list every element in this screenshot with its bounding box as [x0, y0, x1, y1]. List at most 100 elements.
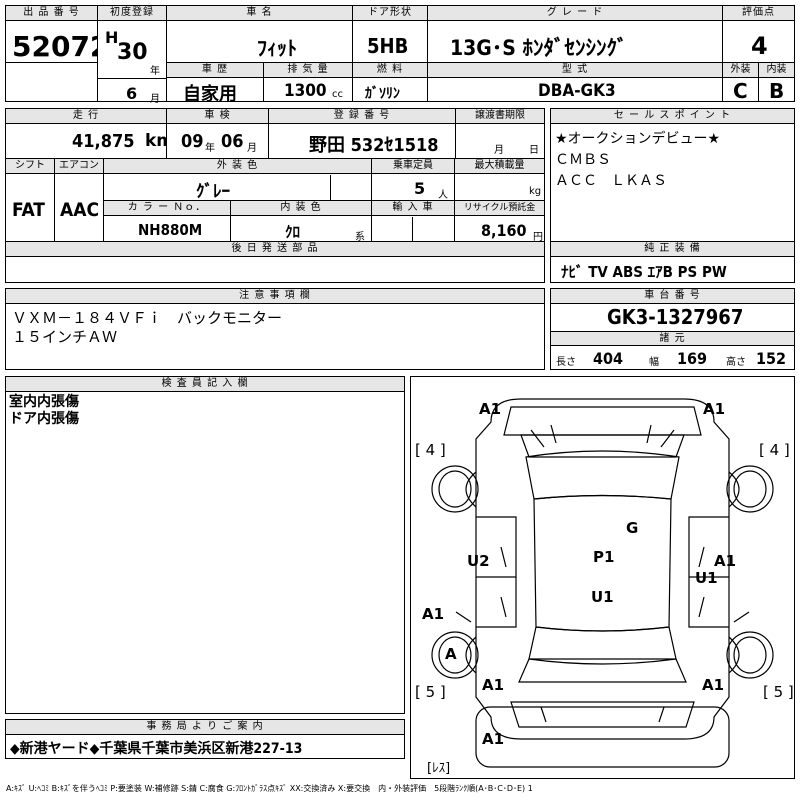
damage-mark-spare-area: A1	[482, 730, 505, 748]
registration-value: 野田 532ｾ1518	[309, 135, 439, 156]
tire-depth-rear-left: [ 5 ]	[415, 683, 446, 701]
model-value: DBA-GK3	[538, 81, 616, 101]
damage-mark-roof: P1	[593, 548, 615, 566]
damage-mark-front-right: A1	[703, 400, 726, 418]
notes-label: 注 意 事 項 欄	[6, 289, 544, 304]
int-grade-label: 内装	[759, 63, 794, 78]
era-value: H	[105, 28, 119, 47]
chassis-value: GK3-1327967	[607, 305, 744, 329]
inspector-line: 室内内張傷	[9, 394, 79, 410]
inspection-label: 車 検	[167, 109, 268, 124]
door-cell: ドア形状 5HB	[352, 5, 428, 63]
height-label: 高さ	[726, 357, 746, 368]
ext-grade-label: 外装	[723, 63, 758, 78]
capacity-label: 乗車定員	[372, 159, 454, 174]
score-label: 評価点	[723, 6, 794, 21]
damage-mark-rear-left-bumper: A1	[482, 676, 505, 694]
sales-points-list: ★オークションデビュー★ ＣＭＢＳ ＡＣＣ ＬＫＡＳ	[555, 129, 720, 192]
int-color-unit: 系	[355, 232, 365, 243]
import-label: 輸 入 車	[372, 201, 454, 216]
damage-mark-left-rear: A1	[422, 605, 445, 623]
equipment-value: ﾅﾋﾞ TV ABS ｴｱB PS PW	[561, 263, 727, 281]
recycle-label: リサイクル預託金	[455, 201, 544, 216]
displacement-value: 1300	[284, 81, 327, 101]
car-name-cell: 車 名 ﾌｨｯﾄ	[166, 5, 353, 63]
max-load-label: 最大積載量	[455, 159, 544, 174]
shift-label: シフト	[6, 159, 54, 174]
width-label: 幅	[649, 357, 659, 368]
displacement-label: 排 気 量	[264, 63, 352, 78]
transfer-cell: 譲渡書期限 月 日	[455, 108, 545, 159]
ext-color-cell: 外 装 色 ｸﾞﾚｰ	[103, 158, 372, 202]
first-reg-year: 30	[117, 40, 148, 65]
inspection-year: 09	[181, 131, 204, 152]
chassis-box: 車 台 番 号 GK3-1327967 諸 元 長さ 404 幅 169 高さ …	[550, 288, 795, 370]
grade-label: グ レ ー ド	[428, 6, 722, 21]
lot-number-cell: 出 品 番 号 52072	[5, 5, 109, 102]
displacement-cell: 排 気 量 1300 cc	[263, 62, 353, 102]
score-cell: 評価点 4	[722, 5, 795, 63]
damage-mark-rear-right-bumper: A1	[702, 676, 725, 694]
transfer-month-unit: 月	[494, 145, 504, 156]
sales-points-box: セ ー ル ス ポ イ ン ト ★オークションデビュー★ ＣＭＢＳ ＡＣＣ ＬＫ…	[550, 108, 795, 242]
aircon-value: AAC	[60, 199, 100, 221]
recycle-value: 8,160	[481, 221, 527, 240]
damage-mark-rear-window: U1	[591, 588, 614, 606]
sales-points-label: セ ー ル ス ポ イ ン ト	[551, 109, 794, 124]
chassis-label: 車 台 番 号	[551, 289, 794, 304]
office-label: 事 務 局 よ り ご 案 内	[6, 720, 404, 735]
aircon-label: エアコン	[55, 159, 103, 174]
grade-value: 13G･S ﾎﾝﾀﾞｾﾝｼﾝｸﾞ	[450, 36, 628, 60]
inspector-box: 検 査 員 記 入 欄 室内内張傷 ドア内張傷	[5, 376, 405, 714]
mileage-label: 走 行	[6, 109, 166, 124]
capacity-unit: 人	[438, 190, 448, 201]
shift-cell: シフト FAT	[5, 158, 55, 242]
year-unit: 年	[150, 66, 160, 77]
damage-mark-right-door: U1	[695, 569, 718, 587]
color-no-cell: カ ラ ー Ｎｏ． NH880M	[103, 200, 231, 242]
equipment-label: 純 正 装 備	[551, 242, 794, 257]
equipment-box: 純 正 装 備 ﾅﾋﾞ TV ABS ｴｱB PS PW	[550, 241, 795, 283]
recycle-cell: リサイクル預託金 8,160 円	[454, 200, 545, 243]
registration-label: 登 録 番 号	[269, 109, 455, 124]
lot-number-label: 出 品 番 号	[6, 6, 97, 21]
tire-depth-front-right: [ 4 ]	[759, 441, 790, 459]
car-name-value: ﾌｨｯﾄ	[257, 36, 297, 60]
length-value: 404	[593, 349, 624, 368]
spare-tire-label: [ﾚｽ]	[427, 761, 451, 776]
inspector-line: ドア内張傷	[9, 411, 79, 427]
history-label: 車 歴	[167, 63, 263, 78]
tire-depth-rear-right: [ 5 ]	[763, 683, 794, 701]
first-reg-month: 6	[126, 84, 138, 103]
score-value: 4	[751, 32, 768, 60]
note-line: ＶＸＭ－１８４ＶＦｉ バックモニター	[12, 309, 283, 327]
int-color-cell: 内 装 色 ｸﾛ 系	[230, 200, 372, 243]
mileage-cell: 走 行 41,875 km	[5, 108, 174, 159]
damage-mark-right-front-door: A1	[714, 552, 737, 570]
first-registration-label: 初度登録	[98, 6, 166, 21]
lot-number-value: 52072	[12, 30, 110, 63]
door-value: 5HB	[367, 34, 409, 58]
shift-value: FAT	[12, 199, 45, 221]
office-box: 事 務 局 よ り ご 案 内 ◆新港ヤード◆千葉県千葉市美浜区新港227-13	[5, 719, 405, 759]
inspection-month-unit: 月	[247, 143, 257, 154]
sales-point-line: ＣＭＢＳ	[555, 152, 611, 168]
registration-cell: 登 録 番 号 野田 532ｾ1518	[268, 108, 456, 159]
specs-label: 諸 元	[551, 331, 794, 346]
width-value: 169	[677, 349, 708, 368]
history-cell: 車 歴 自家用	[166, 62, 264, 105]
month-unit: 月	[150, 94, 160, 105]
notes-list: ＶＸＭ－１８４ＶＦｉ バックモニター １５インチＡＷ	[12, 309, 282, 347]
int-color-value: ｸﾛ	[285, 223, 301, 241]
max-load-unit: kg	[529, 186, 542, 197]
ext-grade-value: C	[733, 79, 748, 103]
ext-grade-cell: 外装 C	[722, 62, 759, 103]
damage-mark-windshield: G	[626, 519, 639, 537]
transfer-label: 譲渡書期限	[456, 109, 544, 124]
fuel-cell: 燃 料 ｶﾞｿﾘﾝ	[352, 62, 428, 102]
fuel-value: ｶﾞｿﾘﾝ	[365, 86, 400, 102]
transfer-day-unit: 日	[529, 145, 539, 156]
model-label: 型 式	[428, 63, 722, 78]
aircon-cell: エアコン AAC	[54, 158, 104, 242]
model-cell: 型 式 DBA-GK3	[427, 62, 723, 102]
